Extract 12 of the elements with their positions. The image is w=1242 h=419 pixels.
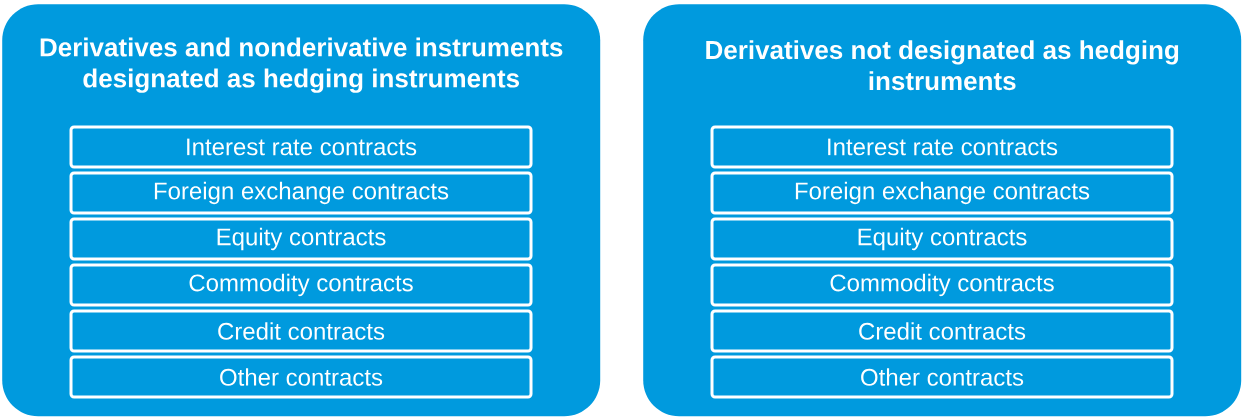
item-box: Equity contracts — [710, 217, 1174, 261]
item-box: Foreign exchange contracts — [69, 171, 533, 215]
item-box: Other contracts — [69, 355, 533, 399]
item-box: Other contracts — [710, 355, 1174, 399]
item-box: Equity contracts — [69, 217, 533, 261]
item-box: Credit contracts — [710, 309, 1174, 353]
item-box: Commodity contracts — [710, 263, 1174, 307]
item-box: Credit contracts — [69, 309, 533, 353]
item-box: Interest rate contracts — [710, 125, 1174, 169]
item-box: Commodity contracts — [69, 263, 533, 307]
item-box: Interest rate contracts — [69, 125, 533, 169]
item-box: Foreign exchange contracts — [710, 171, 1174, 215]
